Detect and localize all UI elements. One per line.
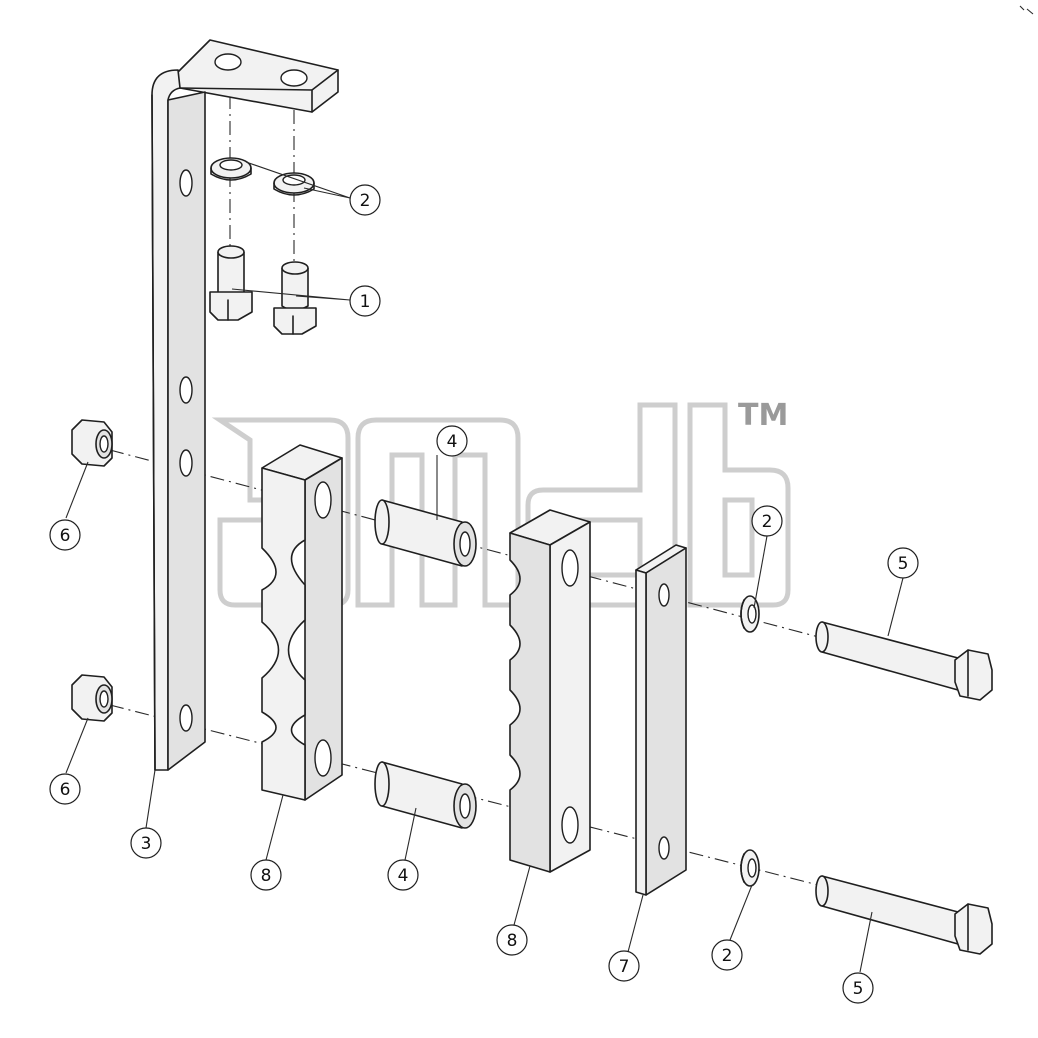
hex-nut-upper bbox=[71, 419, 113, 467]
lock-washer-side-lower bbox=[740, 849, 760, 887]
svg-text:5: 5 bbox=[898, 554, 909, 574]
clamp-block-right-part-8 bbox=[509, 509, 591, 873]
svg-text:6: 6 bbox=[60, 780, 71, 800]
svg-text:5: 5 bbox=[853, 979, 864, 999]
clamp-block-left-part-8 bbox=[261, 444, 343, 801]
corner-mark bbox=[1019, 5, 1034, 15]
callout-7: 7 bbox=[608, 950, 640, 982]
svg-text:3: 3 bbox=[141, 834, 152, 854]
callout-3: 3 bbox=[130, 827, 162, 859]
long-hex-bolt-upper bbox=[815, 621, 993, 701]
callout-8-right: 8 bbox=[496, 924, 528, 956]
callout-1: 1 bbox=[349, 285, 381, 317]
callout-5-lower: 5 bbox=[842, 972, 874, 1004]
svg-text:2: 2 bbox=[722, 946, 733, 966]
callout-2-side-lower: 2 bbox=[711, 939, 743, 971]
svg-text:2: 2 bbox=[762, 512, 773, 532]
svg-text:2: 2 bbox=[360, 191, 371, 211]
lock-washer-top-left bbox=[210, 157, 252, 181]
svg-text:4: 4 bbox=[398, 866, 409, 886]
spacer-tube-upper bbox=[374, 499, 477, 567]
long-hex-bolt-lower bbox=[815, 875, 993, 955]
flat-plate-part-7 bbox=[635, 544, 687, 896]
callout-4-upper: 4 bbox=[436, 425, 468, 457]
svg-text:7: 7 bbox=[619, 957, 630, 977]
callout-4-lower: 4 bbox=[387, 859, 419, 891]
hex-nut-lower bbox=[71, 674, 113, 722]
callout-8-left: 8 bbox=[250, 859, 282, 891]
callout-2-top: 2 bbox=[349, 184, 381, 216]
spacer-tube-lower bbox=[374, 761, 477, 829]
callout-5-upper: 5 bbox=[887, 547, 919, 579]
callout-6-lower: 6 bbox=[49, 773, 81, 805]
callout-6-upper: 6 bbox=[49, 519, 81, 551]
svg-text:4: 4 bbox=[447, 432, 458, 452]
leader-lines bbox=[65, 161, 904, 973]
l-bracket-part-3 bbox=[151, 39, 339, 771]
hex-bolt-top-right bbox=[273, 261, 317, 335]
lock-washer-side-upper bbox=[740, 595, 760, 633]
hex-bolt-top-left bbox=[209, 245, 253, 321]
trademark-symbol: TM bbox=[738, 398, 788, 433]
svg-text:8: 8 bbox=[507, 931, 518, 951]
callout-2-side-upper: 2 bbox=[751, 505, 783, 537]
svg-text:6: 6 bbox=[60, 526, 71, 546]
svg-text:1: 1 bbox=[360, 292, 371, 312]
center-lines bbox=[109, 95, 831, 889]
svg-text:8: 8 bbox=[261, 866, 272, 886]
